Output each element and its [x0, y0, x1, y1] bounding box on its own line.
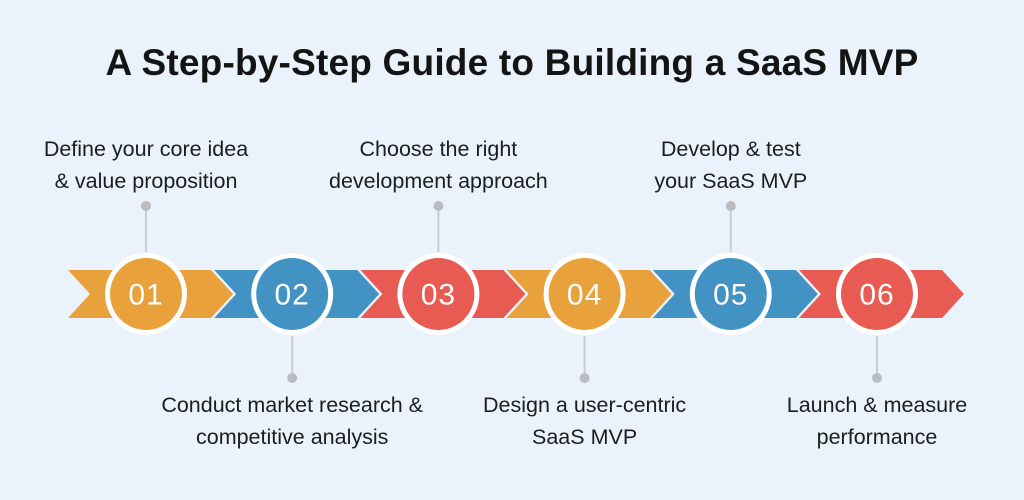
step-label-line: Design a user-centric [483, 393, 687, 417]
step-label-line: SaaS MVP [532, 425, 638, 449]
step-number-04: 04 [567, 279, 602, 312]
step-label-line: competitive analysis [195, 425, 389, 449]
connector-dot-01 [141, 201, 151, 211]
step-label-line: Choose the right [359, 137, 518, 161]
step-label-line: development approach [329, 169, 548, 193]
page-title: A Step-by-Step Guide to Building a SaaS … [105, 42, 919, 83]
step-label-03: Choose the right development approach [258, 133, 618, 197]
connector-dot-03 [433, 201, 444, 211]
step-circle-04 [548, 258, 621, 330]
step-circle-06 [841, 258, 913, 330]
step-number-05: 05 [713, 279, 748, 312]
step-label-line: Develop & test [660, 137, 801, 161]
connector-dot-06 [872, 373, 882, 383]
step-label-line: Conduct market research & [161, 393, 424, 417]
step-number-01: 01 [128, 279, 163, 312]
step-circle-05 [694, 258, 767, 330]
step-label-05: Develop & test your SaaS MVP [551, 133, 911, 197]
step-label-line: performance [816, 425, 938, 449]
step-number-06: 06 [859, 279, 894, 312]
step-label-line: Define your core idea [43, 137, 249, 161]
step-circles: 01 02 03 04 05 06 [105, 253, 918, 335]
connector-dot-04 [579, 373, 590, 383]
step-circle-02 [256, 258, 329, 330]
connectors [141, 201, 882, 383]
step-number-02: 02 [275, 279, 310, 312]
step-label-01: Define your core idea & value proposition [0, 133, 326, 197]
connector-dot-02 [287, 373, 298, 383]
step-label-02: Conduct market research & competitive ana… [112, 389, 472, 453]
step-label-line: your SaaS MVP [654, 169, 808, 193]
step-number-03: 03 [421, 279, 456, 312]
connector-dot-05 [725, 201, 736, 211]
chevron-band [68, 270, 964, 318]
step-label-line: & value proposition [54, 169, 238, 193]
step-circle-01 [110, 258, 182, 330]
step-circle-03 [402, 258, 475, 330]
step-label-06: Launch & measure performance [697, 389, 1024, 453]
step-label-line: Launch & measure [786, 393, 968, 417]
